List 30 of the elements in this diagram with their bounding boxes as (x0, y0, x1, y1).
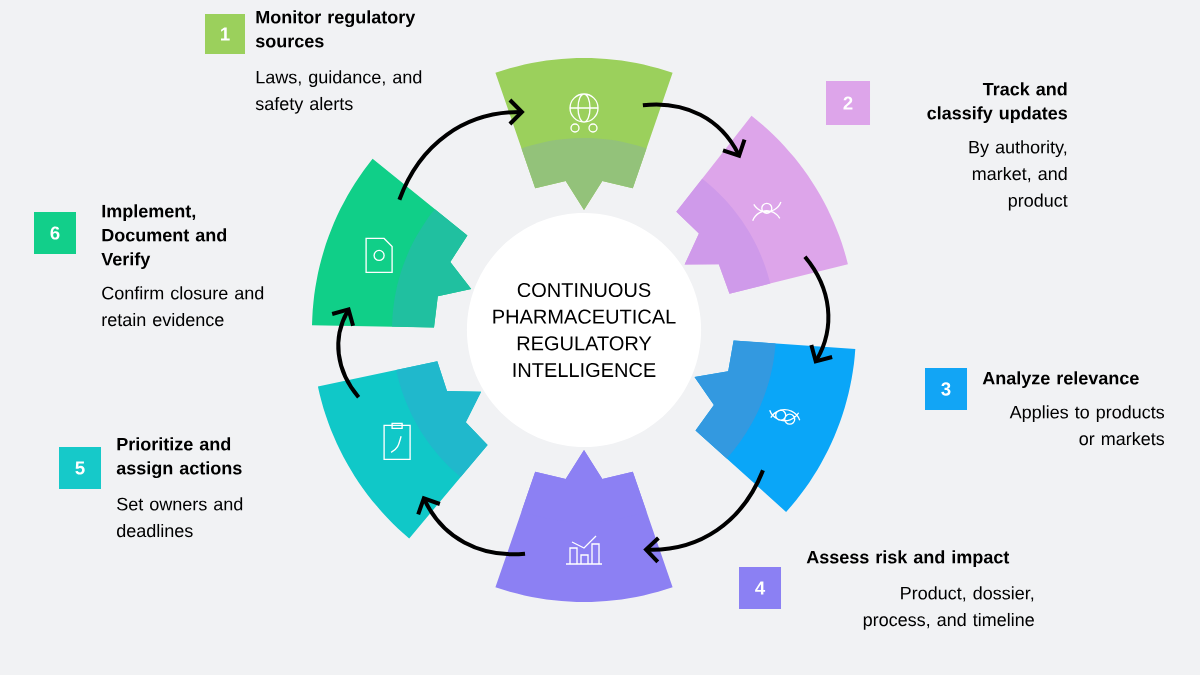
number-badge: 5 (59, 447, 101, 489)
curved-arrow (331, 307, 361, 399)
curved-arrow (642, 102, 747, 159)
step-heading: Track and classify updates (927, 82, 1067, 124)
step-heading: Prioritize and assign actions (116, 437, 242, 479)
step-description: Product, dossier, process, and timeline (863, 586, 1034, 630)
wedge-segment (676, 115, 848, 294)
number-badge: 4 (739, 567, 781, 609)
wedge-segment (312, 158, 472, 328)
step-heading: Analyze relevance (982, 371, 1139, 389)
number-badge: 1 (205, 14, 245, 54)
step-description: By authority, market, and product (969, 140, 1068, 211)
number-badge: 2 (826, 81, 870, 125)
step-description: Laws, guidance, and safety alerts (255, 70, 422, 114)
step-heading: Assess risk and impact (806, 550, 1010, 568)
wedge-segment (495, 58, 673, 210)
wedge-segment (694, 340, 856, 512)
wedge-segment (317, 361, 488, 539)
curved-arrow (397, 98, 525, 201)
step-description: Applies to products or markets (1009, 405, 1165, 446)
curved-arrow (416, 495, 526, 557)
curved-arrow (803, 255, 833, 364)
wedge-segment (495, 450, 673, 602)
step-description: Set owners and deadlines (117, 497, 243, 538)
step-heading: Implement, Document and Verify (101, 204, 227, 270)
number-badge: 6 (34, 212, 76, 254)
curved-arrow (643, 469, 765, 564)
step-description: Confirm closure and retain evidence (102, 286, 264, 327)
number-badge: 3 (925, 368, 967, 410)
step-heading: Monitor regulatory sources (255, 10, 416, 48)
